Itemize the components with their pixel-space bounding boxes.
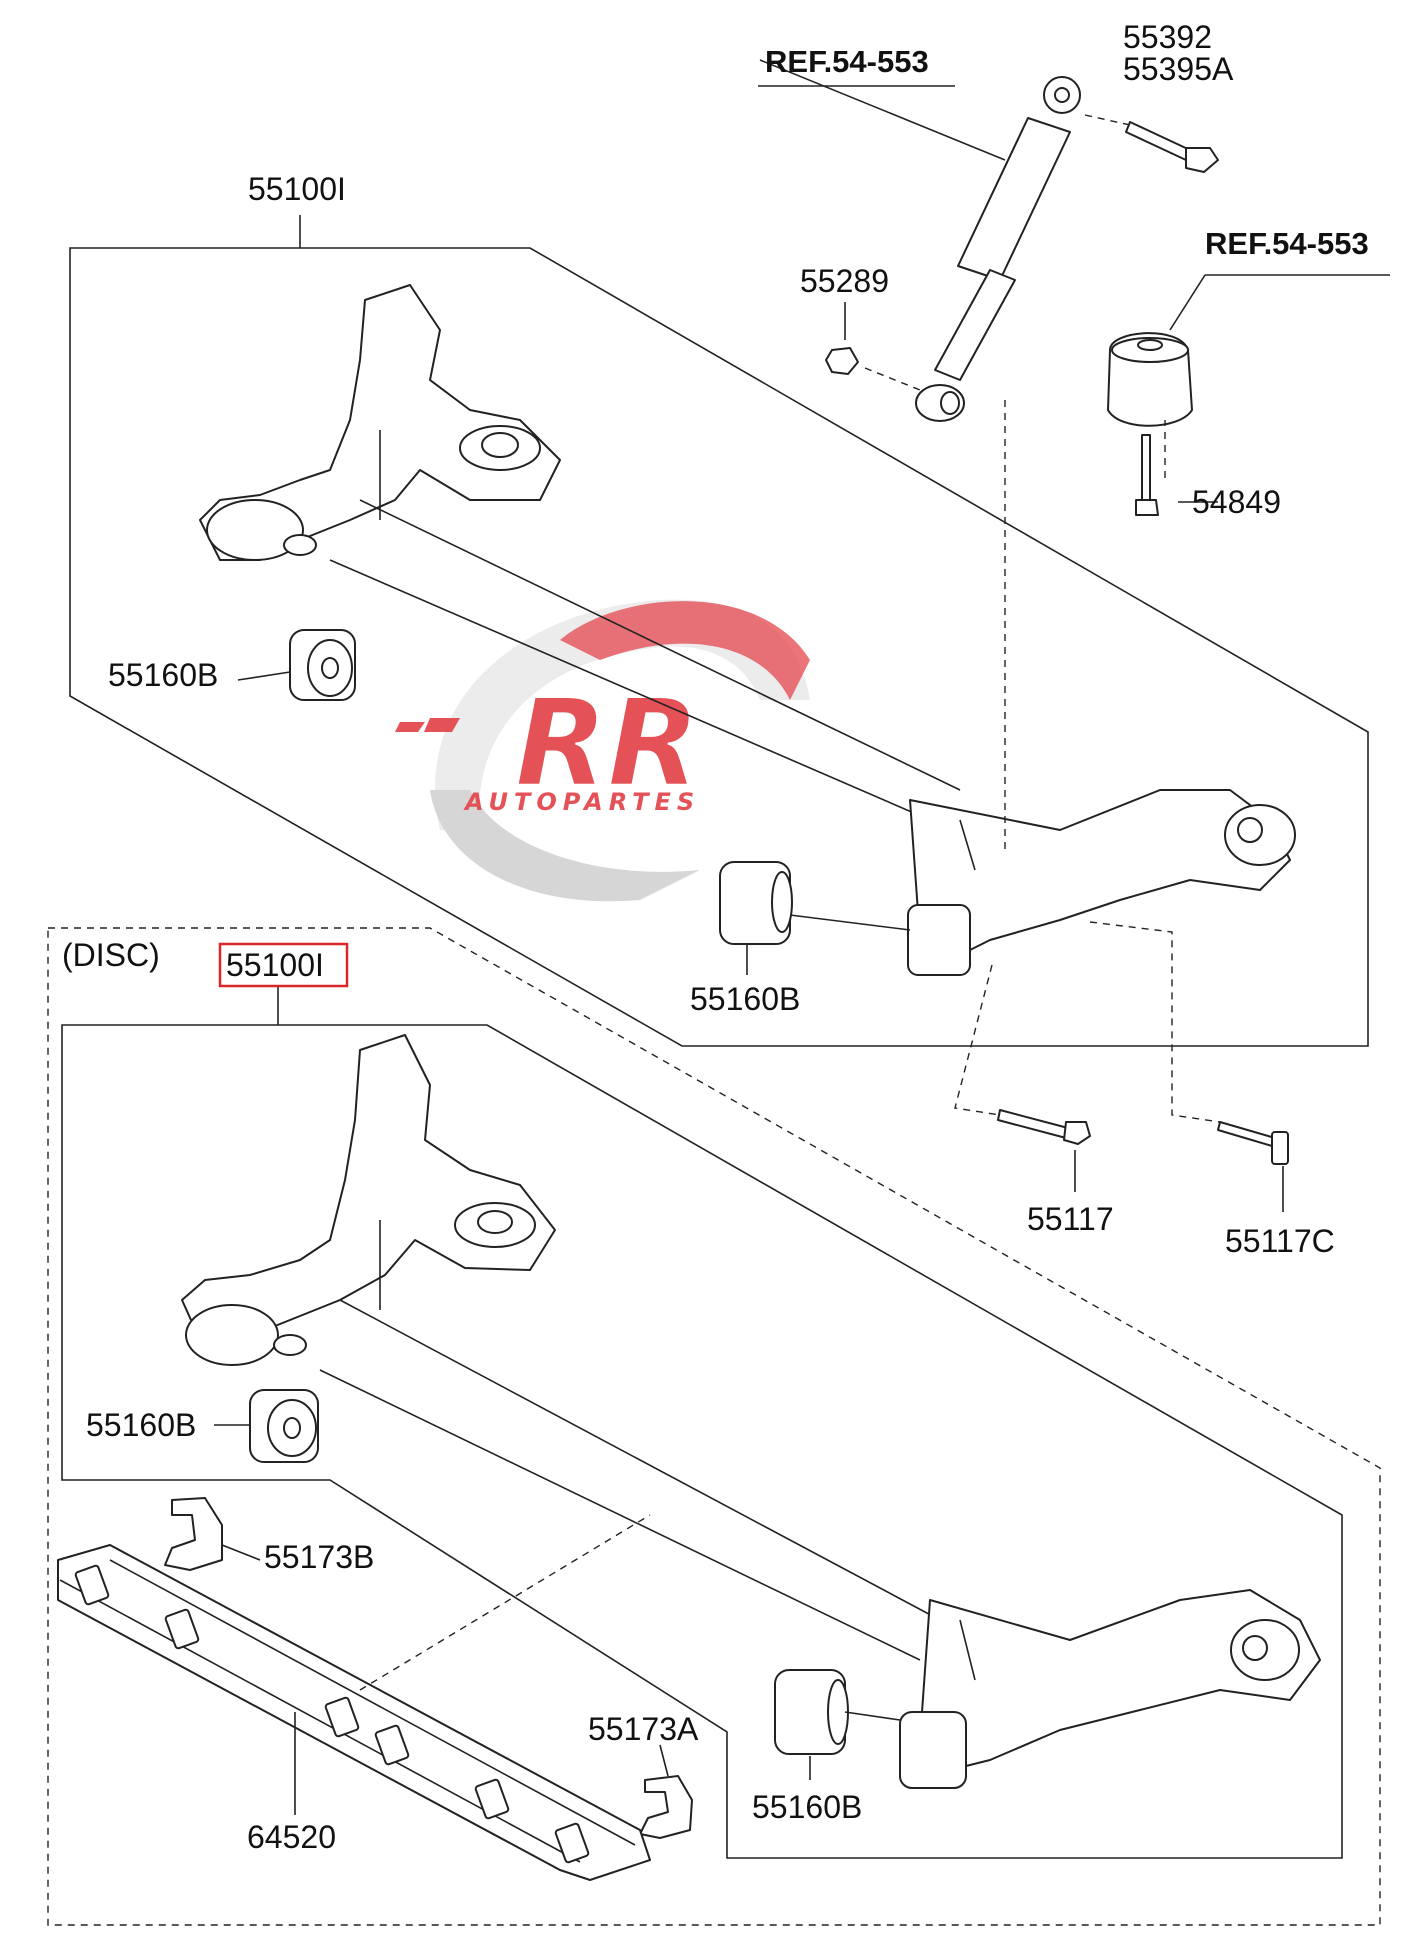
part-label-55395a: 55395A (1123, 51, 1234, 87)
disc-section-outline (47, 927, 1381, 1926)
ref-label-top: REF.54-553 (765, 44, 929, 79)
bracket-55173b (164, 1497, 223, 1571)
bolt-55117c (1217, 1121, 1289, 1165)
part-label-55289: 55289 (800, 263, 889, 299)
labels: REF.54-553 55392 55395A 55100I REF.54-55… (62, 19, 1369, 1855)
lower-assembly-outline (61, 1024, 1343, 1859)
bushing-lower-right (774, 1669, 849, 1755)
lower-torsion-beam (181, 1034, 1321, 1789)
part-label-64520: 64520 (247, 1819, 336, 1855)
bracket-55173a (639, 1775, 693, 1839)
nut-55289 (825, 347, 859, 375)
ref-label-right: REF.54-553 (1205, 226, 1369, 261)
part-label-55100i-top: 55100I (248, 171, 346, 207)
part-label-55117c: 55117C (1225, 1223, 1335, 1259)
watermark-sub-text: AUTOPARTES (463, 788, 700, 816)
part-label-55100i-boxed: 55100I (226, 947, 324, 983)
shock-absorber (915, 76, 1081, 422)
part-label-55160b-lower-left: 55160B (86, 1407, 196, 1443)
bolt-55117 (997, 1109, 1091, 1145)
lower-leaders (214, 985, 901, 1815)
bump-stop (1107, 332, 1193, 516)
bushing-lower-left (249, 1389, 319, 1463)
part-label-55117: 55117 (1027, 1201, 1114, 1237)
bolt-55392 (1125, 121, 1219, 173)
part-label-55392: 55392 (1123, 19, 1212, 55)
bushing-upper-left (289, 629, 356, 701)
part-label-55173a: 55173A (588, 1711, 699, 1747)
upper-assembly-outline (69, 247, 1369, 1047)
part-label-55160b-lower-right: 55160B (752, 1789, 862, 1825)
upper-leaders (237, 59, 1390, 1212)
watermark-logo: RR AUTOPARTES (395, 599, 810, 902)
part-label-55173b: 55173B (264, 1539, 374, 1575)
bushing-upper-mid (719, 861, 793, 945)
part-label-54849: 54849 (1192, 484, 1281, 520)
cover-64520 (57, 1544, 651, 1881)
part-label-55160b-left: 55160B (108, 657, 218, 693)
highlight-box (218, 942, 349, 988)
disc-label: (DISC) (62, 937, 160, 973)
watermark-logo-text: RR (515, 675, 700, 814)
part-label-55160b-mid: 55160B (690, 981, 800, 1017)
